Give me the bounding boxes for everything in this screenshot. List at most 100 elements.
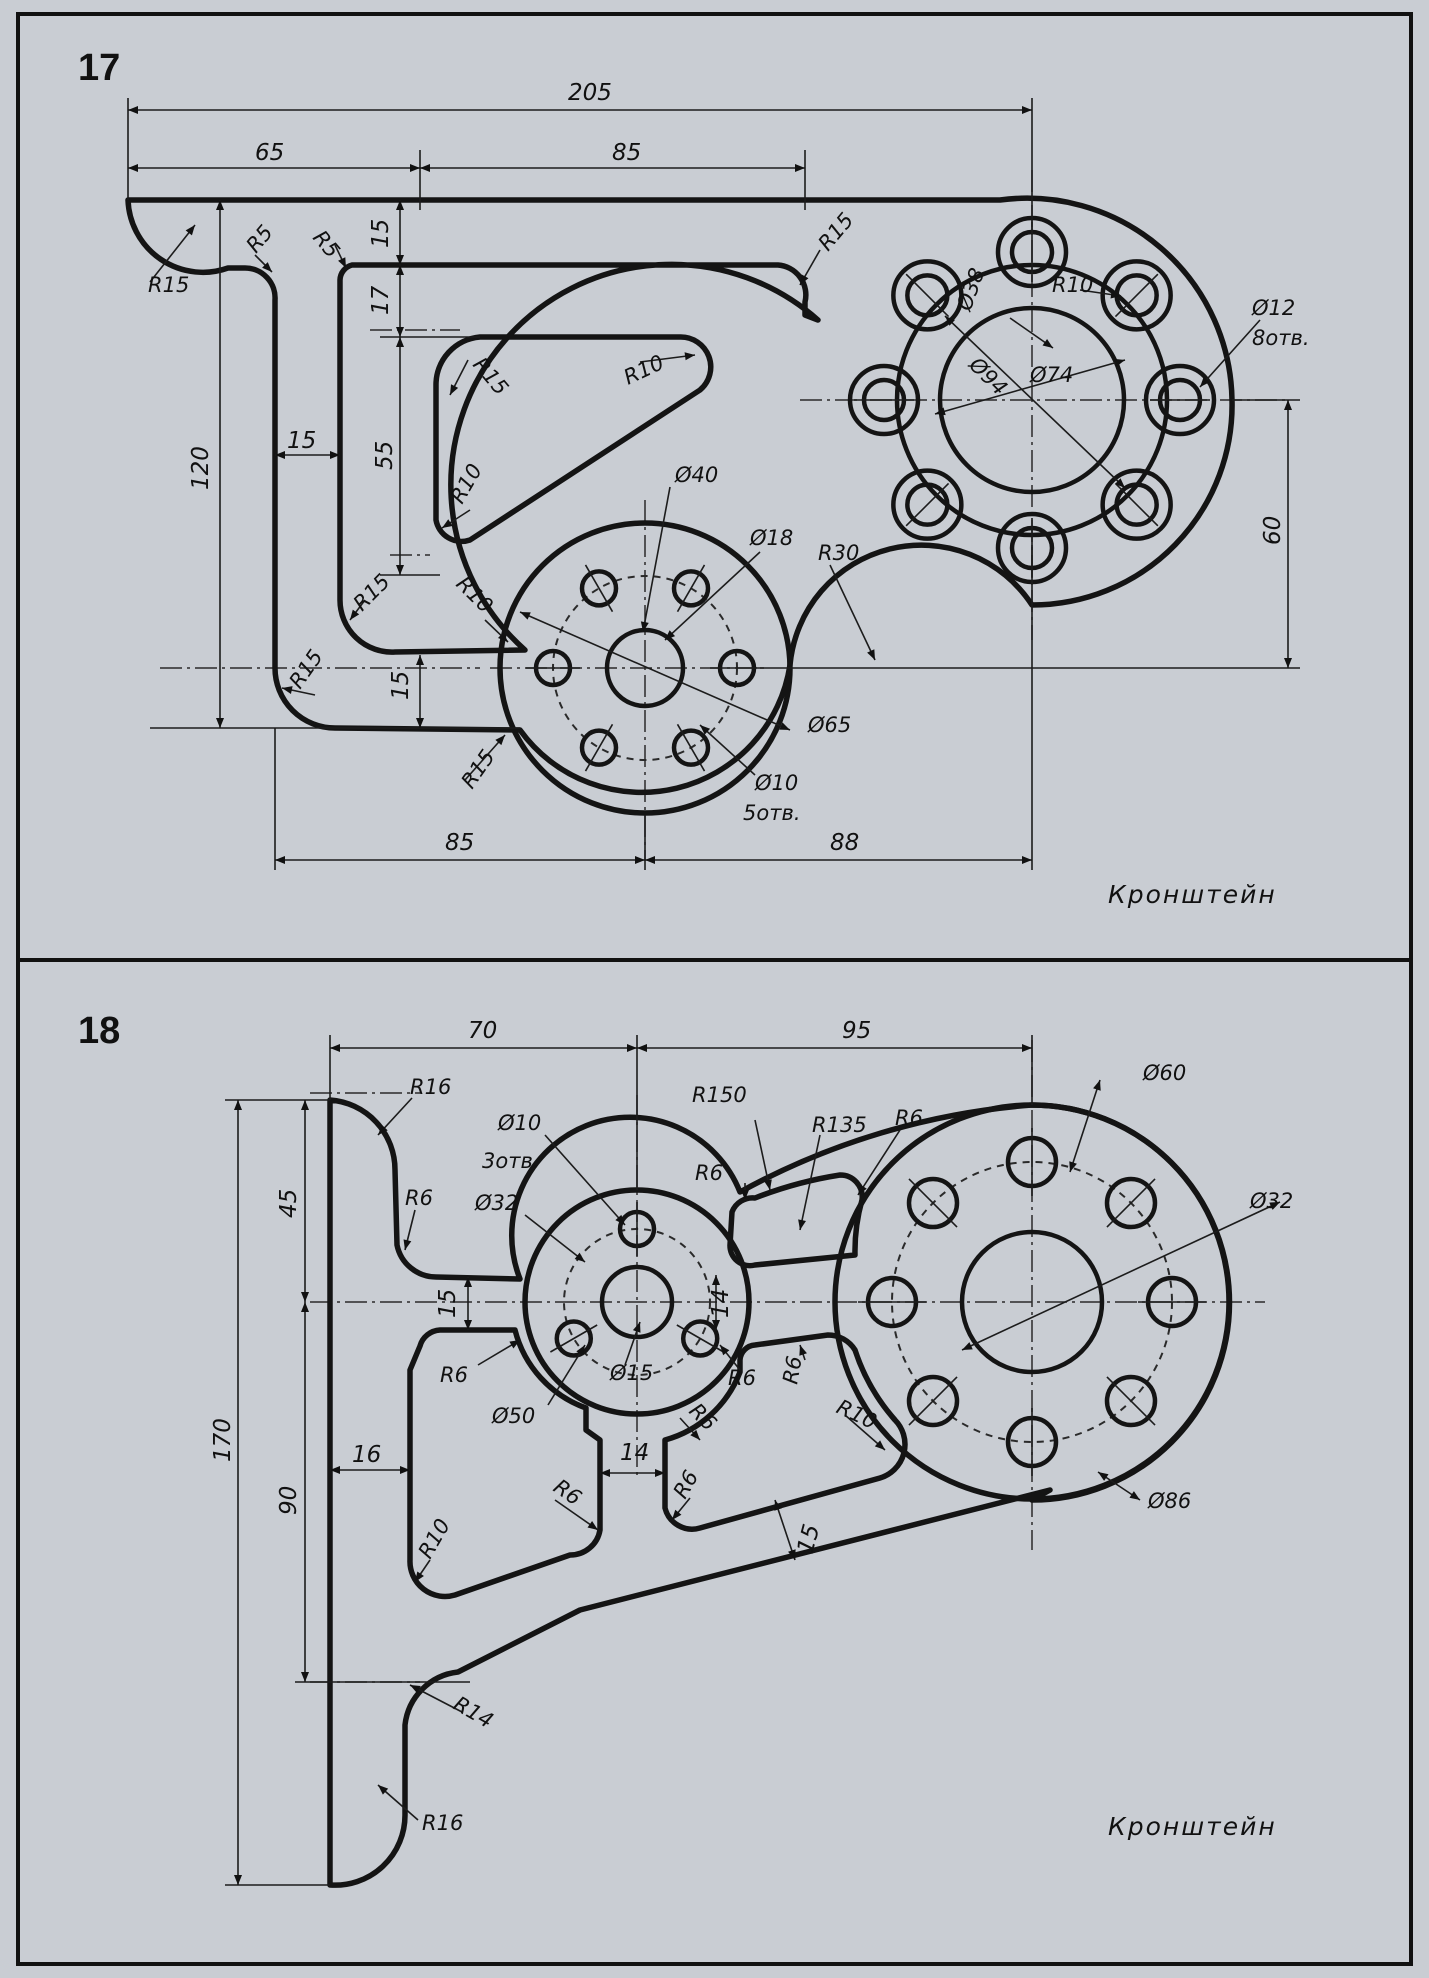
bolt-hole (579, 728, 619, 767)
dim-120: 120 (188, 446, 214, 490)
bolt-hole (671, 569, 711, 608)
radius-r10-a: R10 (833, 1395, 881, 1434)
large-flange (847, 215, 1217, 585)
drawing-number: 18 (78, 1010, 120, 1052)
bracket-outline (125, 195, 1235, 796)
hole-centerline (908, 1376, 958, 1426)
diameter-10: Ø10 (754, 771, 798, 795)
hole-centerline (584, 564, 614, 613)
radius-r15-f: R15 (456, 745, 499, 793)
diameter-86: Ø86 (1147, 1489, 1191, 1513)
dim-17: 17 (368, 285, 394, 315)
diameter-32-a: Ø32 (474, 1191, 518, 1215)
dim-95: 95 (842, 1018, 871, 1044)
pocket-left (407, 1327, 603, 1600)
bolt-hole (680, 1319, 720, 1358)
bolt-hole (906, 1176, 960, 1230)
boss (847, 363, 921, 437)
radius-r16-a: R16 (410, 1075, 451, 1099)
diameter-65: Ø65 (807, 713, 851, 737)
boss (891, 259, 964, 332)
hole-centerline (676, 564, 706, 613)
bolt-hole (671, 728, 711, 767)
pocket-right (662, 1332, 908, 1532)
dim-170: 170 (210, 1418, 236, 1462)
dim-85-top: 85 (612, 140, 641, 166)
bolt-hole (554, 1319, 594, 1358)
radius-r14: R14 (450, 1692, 498, 1733)
radius-r5-a: R5 (241, 220, 277, 257)
bolt-hole (579, 569, 619, 608)
radius-r6-h: R6 (549, 1474, 586, 1510)
page-frame (16, 12, 1413, 1966)
radius-r15-d: R15 (349, 569, 395, 615)
dim-70: 70 (468, 1018, 497, 1044)
dim-205: 205 (568, 80, 612, 106)
hole-centerline (584, 723, 614, 772)
radius-r6-d: R6 (440, 1363, 468, 1387)
diameter-40: Ø40 (674, 463, 718, 487)
bore-15 (599, 1264, 675, 1340)
hole-centerline (1106, 1376, 1156, 1426)
hole-centerline (549, 1324, 598, 1353)
holes-count-5: 5отв. (743, 801, 801, 825)
radius-r15-b: R15 (813, 208, 858, 255)
radius-r5-b: R5 (308, 226, 344, 263)
boss (891, 468, 964, 541)
holes-count-8: 8отв. (1252, 326, 1310, 350)
bolt-hole (1114, 482, 1159, 527)
hole-centerline (676, 1324, 725, 1353)
bolt-hole (906, 1374, 960, 1428)
dim-88: 88 (830, 830, 859, 856)
radius-r6-f: R6 (778, 1354, 806, 1386)
dimension-labels: 70 95 170 45 90 15 16 14 14 15 R16 R6 Ø1… (210, 1018, 1293, 1835)
dim-90: 90 (276, 1486, 302, 1515)
pocket-triangle (433, 334, 714, 545)
part-caption: Кронштейн (1108, 880, 1277, 909)
radius-r15-a: R15 (148, 273, 189, 297)
radius-r16-b: R16 (422, 1811, 463, 1835)
bracket-outline (327, 1097, 1233, 1888)
dim-16: 16 (352, 1442, 381, 1468)
radius-r150: R150 (692, 1083, 747, 1107)
radius-r6-e: R6 (728, 1366, 756, 1390)
hole-centerline (676, 723, 706, 772)
diameter-38: Ø38 (952, 265, 990, 315)
dim-15-c: 15 (388, 671, 414, 700)
radius-r10-d: R10 (1052, 273, 1093, 297)
diameter-50: Ø50 (491, 1404, 535, 1428)
dimension-lines (127, 98, 1300, 870)
dim-55: 55 (372, 441, 398, 470)
drawing-number: 17 (78, 47, 120, 89)
bolt-hole (1104, 1374, 1158, 1428)
dim-65: 65 (255, 140, 284, 166)
dim-45: 45 (276, 1189, 302, 1218)
diameter-60: Ø60 (1142, 1061, 1186, 1085)
boss (1100, 259, 1173, 332)
boss (1100, 468, 1173, 541)
hole-centerline (1114, 482, 1159, 527)
dim-15-b: 15 (287, 428, 316, 454)
radius-r30: R30 (818, 541, 859, 565)
radius-r135: R135 (812, 1113, 867, 1137)
radius-r10-b: R10 (414, 1515, 455, 1563)
diameter-10: Ø10 (497, 1111, 541, 1135)
diameter-12: Ø12 (1251, 296, 1295, 320)
drawing-17: 17 (78, 47, 1310, 909)
pocket-outer (337, 261, 821, 655)
diameter-15: Ø15 (609, 1361, 653, 1385)
drawing-18: 18 (78, 1010, 1293, 1888)
hole-centerline (908, 1178, 958, 1228)
dim-85-bot: 85 (445, 830, 474, 856)
hole-centerline (905, 273, 950, 318)
dimension-lines (225, 1035, 1281, 1886)
radius-r6-b: R6 (895, 1106, 923, 1130)
radius-r10-a: R10 (620, 350, 668, 389)
radius-r6-c: R6 (695, 1161, 723, 1185)
radius-r15-e: R15 (284, 645, 327, 693)
boss (1143, 363, 1217, 437)
diameter-94: Ø94 (964, 352, 1012, 400)
radius-r6-a: R6 (405, 1186, 433, 1210)
radius-r15-c: R15 (468, 353, 513, 400)
